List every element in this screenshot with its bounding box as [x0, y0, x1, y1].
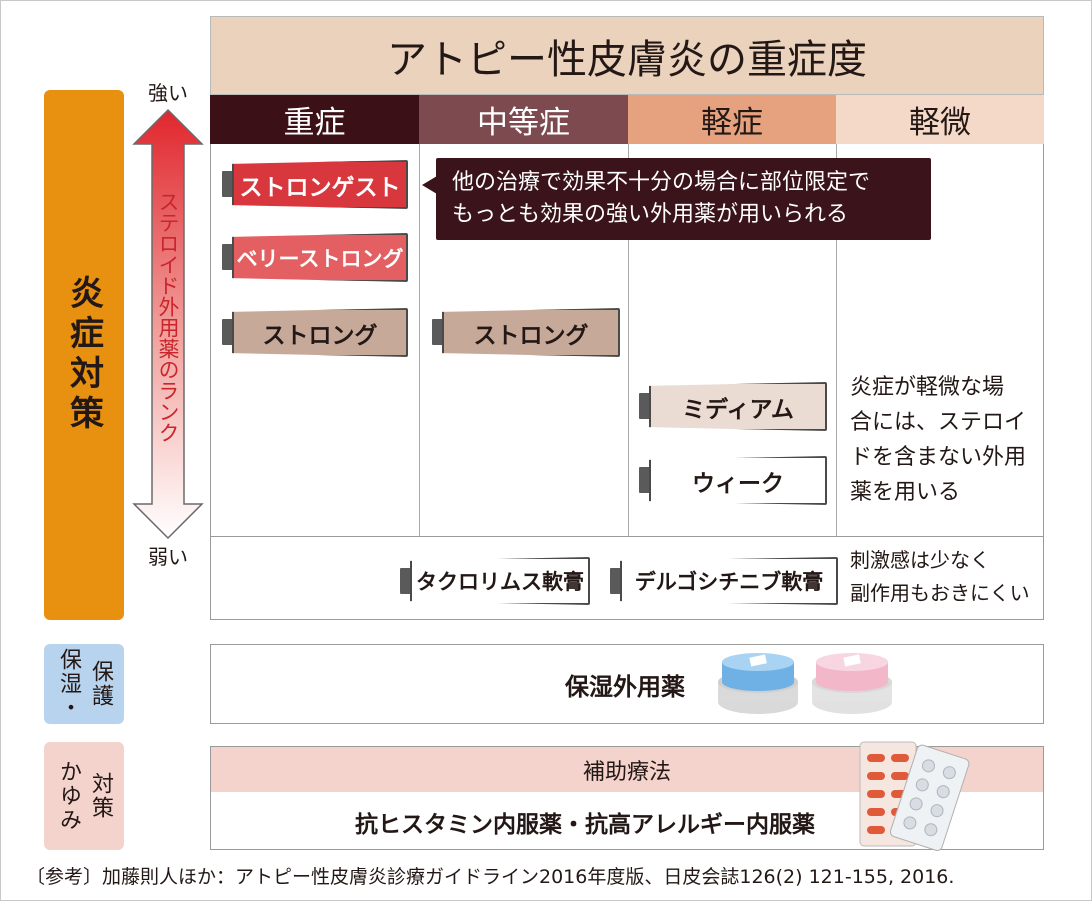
- tube-medium-label: ミディアム: [649, 382, 827, 431]
- note-line: ドを含まない外用: [850, 445, 1027, 470]
- non-steroid-note: 刺激感は少なく 副作用もおきにくい: [850, 544, 1040, 610]
- tube-tacrolimus: タクロリムス軟膏: [400, 557, 590, 605]
- itch-control-label: かゆみ 対策: [44, 742, 124, 850]
- reference-citation: 〔参考〕加藤則人ほか：アトピー性皮膚炎診療ガイドライン2016年度版、日皮会誌1…: [26, 866, 955, 888]
- callout-line: 他の治療で効果不十分の場合に部位限定で: [452, 170, 871, 195]
- callout-line: もっとも効果の強い外用薬が用いられる: [452, 202, 849, 227]
- steroid-rank-label: ステロイド外用薬のランク: [156, 191, 180, 443]
- grid-row-divider: [210, 536, 1044, 537]
- tube-very-strong-label: ベリーストロング: [232, 233, 408, 282]
- strength-weak-label: 弱い: [148, 544, 188, 569]
- note-line: 合には、ステロイ: [850, 410, 1027, 435]
- tube-strong-severe-label: ストロング: [232, 308, 408, 357]
- severity-grid: [210, 144, 1044, 620]
- grid-divider: [836, 144, 837, 536]
- tube-strong-moderate-label: ストロング: [442, 308, 620, 357]
- tube-strong-moderate: ストロング: [432, 308, 620, 357]
- severity-minimal: 軽微: [836, 95, 1044, 144]
- inflammation-control-text: 炎症対策: [63, 275, 104, 435]
- grid-divider: [419, 144, 420, 536]
- strength-strong-label: 強い: [148, 80, 188, 105]
- diagram-title: アトピー性皮膚炎の重症度: [210, 16, 1044, 95]
- moisturizer-box: [210, 644, 1044, 724]
- tube-strongest: ストロンゲスト: [222, 160, 408, 209]
- tube-strong-severe: ストロング: [222, 308, 408, 357]
- grid-divider: [628, 144, 629, 536]
- oral-antihistamine-label: 抗ヒスタミン内服薬・抗高アレルギー内服薬: [355, 812, 815, 838]
- moisturizer-jar-icon: [718, 653, 892, 714]
- tube-delgocitinib: デルゴシチニブ軟膏: [610, 557, 838, 605]
- note-line: 刺激感は少なく: [850, 548, 990, 572]
- severity-mild: 軽症: [628, 95, 836, 144]
- strongest-callout: 他の治療で効果不十分の場合に部位限定で もっとも効果の強い外用薬が用いられる: [436, 158, 931, 240]
- severity-severe: 重症: [210, 95, 419, 144]
- moisture-label-col2: 保護: [88, 660, 113, 708]
- note-line: 薬を用いる: [850, 480, 961, 505]
- tube-very-strong: ベリーストロング: [222, 233, 408, 282]
- pill-blister-icon: [859, 741, 970, 851]
- note-line: 炎症が軽微な場: [850, 375, 1005, 400]
- note-line: 副作用もおきにくい: [850, 581, 1030, 605]
- itch-label-col2: 対策: [88, 772, 113, 820]
- moisturizer-label: 保湿外用薬: [565, 672, 685, 701]
- tube-medium: ミディアム: [639, 382, 827, 431]
- severity-moderate: 中等症: [419, 95, 628, 144]
- tube-weak: ウィーク: [639, 456, 827, 505]
- minimal-severity-note: 炎症が軽微な場 合には、ステロイ ドを含まない外用 薬を用いる: [850, 370, 1040, 510]
- tube-tacrolimus-label: タクロリムス軟膏: [410, 557, 590, 605]
- tube-strongest-label: ストロンゲスト: [232, 160, 408, 209]
- itch-label-col1: かゆみ: [56, 760, 81, 832]
- tube-delgocitinib-label: デルゴシチニブ軟膏: [620, 557, 838, 605]
- tube-weak-label: ウィーク: [649, 456, 827, 505]
- moisture-label-col1: 保湿・: [56, 648, 81, 720]
- steroid-strength-arrow: [132, 108, 204, 540]
- inflammation-control-label: 炎症対策: [44, 90, 124, 620]
- moisture-protection-label: 保湿・ 保護: [44, 644, 124, 724]
- callout-pointer: [422, 176, 437, 194]
